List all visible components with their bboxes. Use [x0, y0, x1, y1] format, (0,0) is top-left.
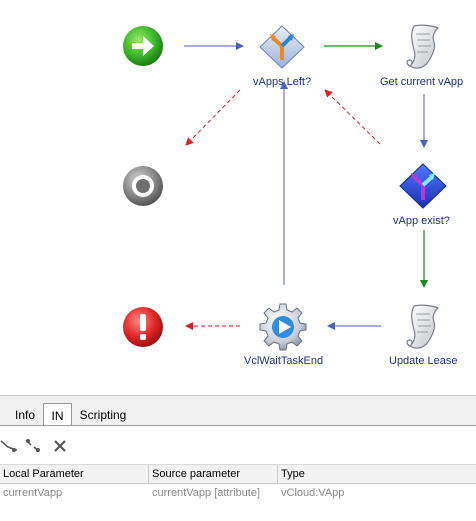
decision-icon — [259, 25, 305, 69]
vapp-exist-node[interactable] — [398, 162, 448, 210]
vapps-left-label: vApps Left? — [253, 76, 312, 88]
update-lease-label: Update Lease — [389, 355, 458, 367]
column-header-type[interactable]: Type — [281, 468, 305, 480]
source-parameter-cell: currentVapp [attribute] — [152, 487, 261, 499]
workflow-canvas[interactable]: vApps Left? Get current vApp — [0, 0, 476, 395]
tab-info[interactable]: Info — [14, 408, 35, 422]
link-vapp-exist-false-to-vapps-left[interactable] — [324, 89, 381, 145]
start-arrow-icon — [123, 26, 163, 66]
properties-panel: Info IN Scripting Local Parameter Source… — [0, 395, 476, 521]
column-header-source-parameter[interactable]: Source parameter — [149, 465, 278, 483]
tab-in[interactable]: IN — [43, 403, 72, 427]
bind-icon[interactable] — [0, 437, 18, 455]
get-current-vapp-node[interactable] — [402, 22, 444, 72]
end-icon — [123, 166, 163, 206]
decision-icon — [399, 163, 447, 209]
vcl-wait-task-end-node[interactable] — [258, 302, 308, 352]
get-current-vapp-label: Get current vApp — [380, 76, 464, 88]
start-node[interactable] — [122, 25, 164, 67]
workflow-links — [184, 42, 428, 330]
exception-node[interactable] — [122, 306, 164, 348]
update-lease-node[interactable] — [402, 302, 444, 352]
table-header: Local Parameter Source parameter Type — [0, 464, 476, 484]
table-row[interactable]: currentVapp currentVapp [attribute] vClo… — [0, 484, 476, 502]
column-header-local-parameter[interactable]: Local Parameter — [0, 465, 149, 483]
tab-divider — [0, 425, 476, 426]
vapp-exist-label: vApp exist? — [393, 215, 450, 227]
link-vapps-left-to-end[interactable] — [185, 89, 241, 146]
exception-icon — [123, 307, 163, 347]
in-tab-content: Local Parameter Source parameter Type cu… — [0, 426, 476, 521]
script-task-icon — [406, 24, 440, 69]
type-cell: vCloud:VApp — [281, 487, 345, 499]
script-task-icon — [406, 304, 440, 349]
local-parameter-cell: currentVapp — [3, 487, 63, 499]
vcl-wait-task-end-label: VclWaitTaskEnd — [244, 355, 324, 367]
unbind-icon[interactable] — [24, 437, 42, 455]
tab-scripting[interactable]: Scripting — [79, 408, 127, 422]
delete-icon[interactable] — [51, 437, 69, 455]
vapps-left-node[interactable] — [258, 24, 306, 70]
end-node[interactable] — [122, 165, 164, 207]
workflow-element-icon — [259, 303, 307, 351]
